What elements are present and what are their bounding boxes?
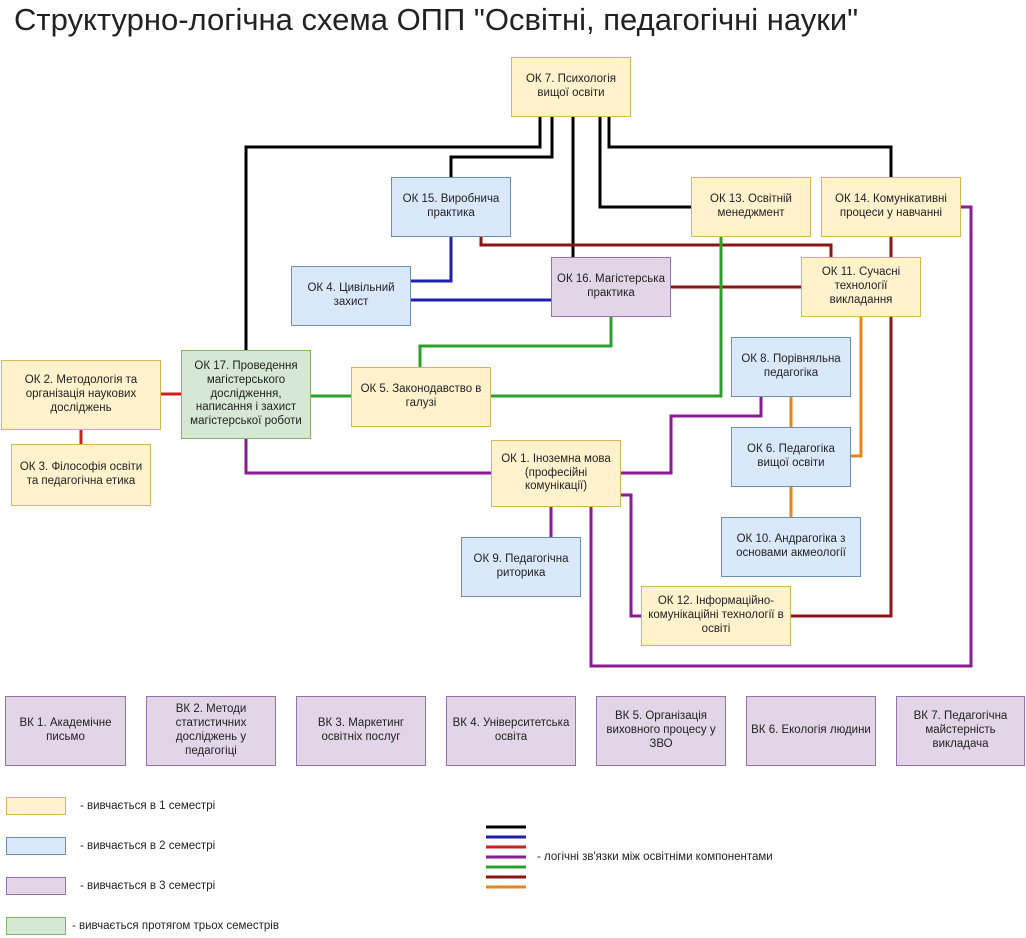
node-vk6: ВК 6. Екологія людини — [746, 696, 876, 766]
node-ok7: ОК 7. Психологія вищої освіти — [511, 57, 631, 117]
node-ok2: ОК 2. Методологія та організація наукови… — [1, 360, 161, 430]
link-ok16-ok5 — [418, 317, 613, 367]
legend-label-links: - логічні зв'язки між освітніми компонен… — [537, 851, 773, 863]
link-ok14-ok12 — [791, 237, 893, 618]
legend-label-semester2: - вивчається в 2 семестрі — [80, 840, 216, 852]
legend-swatch-semester1 — [6, 797, 66, 815]
link-ok7-ok17 — [244, 117, 542, 350]
node-ok3: ОК 3. Філософія освіти та педагогічна ет… — [11, 444, 151, 506]
node-ok11: ОК 11. Сучасні технології викладання — [801, 257, 921, 317]
node-ok4: ОК 4. Цивільний захист — [291, 266, 411, 326]
legend-label-semester3: - вивчається в 3 семестрі — [80, 880, 216, 892]
link-ok7-ok13 — [598, 117, 691, 209]
link-ok15-ok11 — [479, 237, 833, 257]
node-vk4: ВК 4. Університетська освіта — [446, 696, 576, 766]
legend-swatch-all-semesters — [6, 917, 66, 935]
diagram-title: Структурно-логічна схема ОПП "Освітні, п… — [14, 2, 859, 37]
link-ok15-ok4 — [411, 237, 453, 283]
link-ok17-ok1 — [244, 439, 491, 475]
link-ok7-ok15 — [449, 117, 554, 177]
node-vk5: ВК 5. Організація виховного процесу у ЗВ… — [596, 696, 726, 766]
node-ok15: ОК 15. Виробнича практика — [391, 177, 511, 237]
legend-line-samples — [486, 825, 526, 889]
node-ok16: ОК 16. Магістерська практика — [551, 257, 671, 317]
link-ok13-ok5 — [491, 237, 723, 398]
link-ok7-ok14 — [607, 117, 893, 177]
node-vk3: ВК 3. Маркетинг освітніх послуг — [296, 696, 426, 766]
link-ok1-ok8 — [621, 397, 763, 475]
link-ok11-ok6 — [851, 317, 863, 458]
node-ok13: ОК 13. Освітній менеджмент — [691, 177, 811, 237]
legend-label-semester1: - вивчається в 1 семестрі — [80, 800, 216, 812]
legend-swatch-semester2 — [6, 837, 66, 855]
legend-label-all-semesters: - вивчається протягом трьох семестрів — [72, 920, 279, 932]
node-vk1: ВК 1. Академічне письмо — [5, 696, 126, 766]
node-vk2: ВК 2. Методи статистичних досліджень у п… — [146, 696, 276, 766]
node-ok9: ОК 9. Педагогічна риторика — [461, 537, 581, 597]
node-ok10: ОК 10. Андрагогіка з основами акмеології — [721, 517, 861, 577]
link-ok1-ok14 — [589, 205, 973, 668]
node-ok1: ОК 1. Іноземна мова (професійні комуніка… — [491, 440, 621, 507]
node-ok6: ОК 6. Педагогіка вищої освіти — [731, 427, 851, 487]
node-ok5: ОК 5. Законодавство в галузі — [351, 367, 491, 427]
node-ok17: ОК 17. Проведення магістерського дослідж… — [181, 350, 311, 439]
legend-swatch-semester3 — [6, 877, 66, 895]
node-ok12: ОК 12. Інформаційно-комунікаційні технол… — [641, 586, 791, 646]
node-ok14: ОК 14. Комунікативні процеси у навчанні — [821, 177, 961, 237]
link-ok1-ok12 — [621, 493, 641, 618]
node-ok8: ОК 8. Порівняльна педагогіка — [731, 337, 851, 397]
node-vk7: ВК 7. Педагогічна майстерність викладача — [896, 696, 1025, 766]
